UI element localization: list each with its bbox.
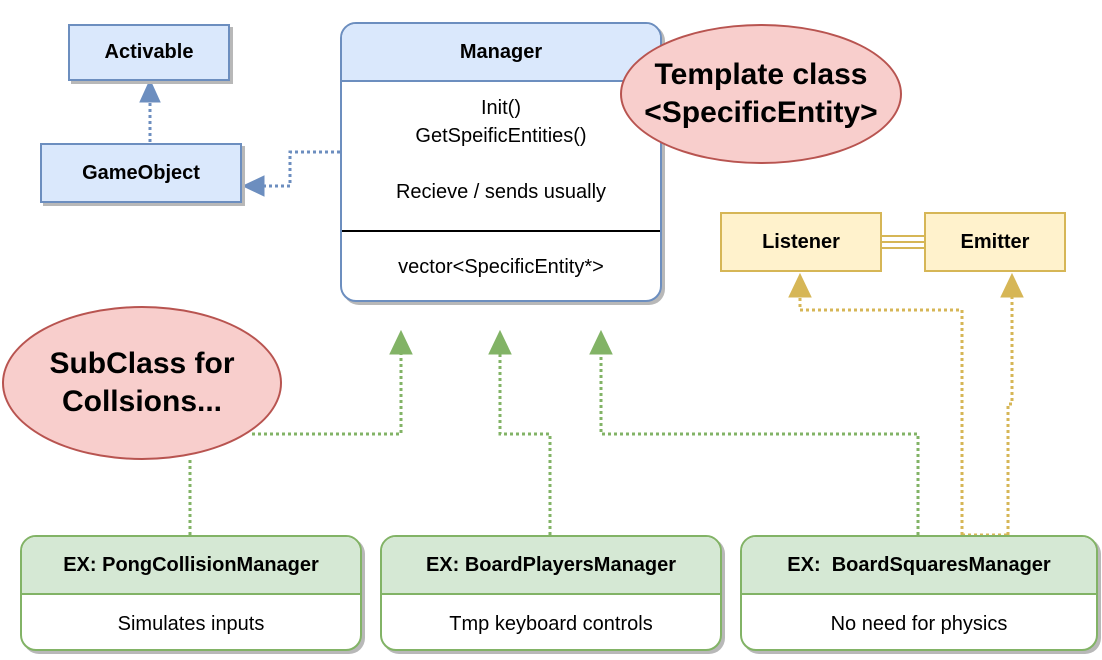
listener-label: Listener — [762, 230, 840, 253]
manager-arrowhead-3 — [589, 329, 613, 355]
template-note-line-2: <SpecificEntity> — [644, 96, 878, 129]
boardplayers-title: EX: BoardPlayersManager — [425, 553, 677, 576]
emitter-arrowhead — [1000, 272, 1024, 298]
manager-arrowhead-1 — [389, 329, 413, 355]
activable-box: Activable — [68, 24, 230, 81]
subclass-note-line-1: SubClass for — [49, 347, 235, 380]
listener-box: Listener — [720, 212, 882, 272]
field-vector: vector<SpecificEntity*> — [398, 255, 604, 278]
subclass-to-manager-edge — [252, 352, 403, 436]
pong-title: EX: PongCollisionManager — [63, 553, 319, 576]
manager-arrowhead-2 — [488, 329, 512, 355]
pong-collision-manager-class: EX: PongCollisionManager Simulates input… — [20, 535, 362, 651]
activable-arrowhead — [139, 78, 161, 103]
method-note: Recieve / sends usually — [395, 181, 607, 203]
method-init: Init() — [481, 97, 521, 119]
listener-arrowhead — [788, 272, 812, 298]
pong-header: EX: PongCollisionManager — [22, 537, 360, 595]
boardsquares-to-emitter-edge — [1006, 296, 1014, 535]
pong-desc: Simulates inputs — [117, 612, 265, 635]
subclass-note: SubClass for Collsions... — [2, 306, 282, 460]
gameobject-label: GameObject — [82, 161, 200, 184]
emitter-label: Emitter — [960, 230, 1030, 253]
manager-class: Manager Init() GetSpeificEntities() Reci… — [340, 22, 662, 302]
boardplayers-header: EX: BoardPlayersManager — [382, 537, 720, 595]
boardsquares-body: No need for physics — [742, 595, 1096, 649]
board-players-manager-class: EX: BoardPlayersManager Tmp keyboard con… — [380, 535, 722, 651]
manager-to-gameobject-edge — [262, 150, 340, 188]
template-class-note: Template class <SpecificEntity> — [620, 24, 902, 164]
boardsquares-desc: No need for physics — [830, 612, 1008, 635]
boardplayers-desc: Tmp keyboard controls — [449, 612, 653, 635]
boardsquares-title: EX: BoardSquaresManager — [787, 553, 1051, 576]
board-squares-manager-class: EX: BoardSquaresManager No need for phys… — [740, 535, 1098, 651]
gameobject-box: GameObject — [40, 143, 242, 203]
boardplayers-body: Tmp keyboard controls — [382, 595, 720, 649]
emitter-box: Emitter — [924, 212, 1066, 272]
boardsquares-to-listener-edge — [798, 296, 964, 535]
template-note-line-1: Template class — [654, 58, 868, 91]
manager-title: Manager — [459, 40, 543, 63]
gameobject-arrowhead — [241, 175, 265, 197]
subclass-note-line-2: Collsions... — [61, 385, 223, 418]
manager-fields: vector<SpecificEntity*> — [342, 232, 660, 300]
pong-body: Simulates inputs — [22, 595, 360, 649]
boardsquares-header: EX: BoardSquaresManager — [742, 537, 1096, 595]
manager-methods: Init() GetSpeificEntities() Recieve / se… — [342, 82, 660, 232]
activable-label: Activable — [104, 41, 194, 63]
manager-header: Manager — [342, 24, 660, 82]
method-get-entities: GetSpeificEntities() — [415, 125, 587, 147]
boardsquares-to-manager-edge — [599, 352, 920, 535]
boardplayers-to-manager-edge — [498, 352, 552, 535]
